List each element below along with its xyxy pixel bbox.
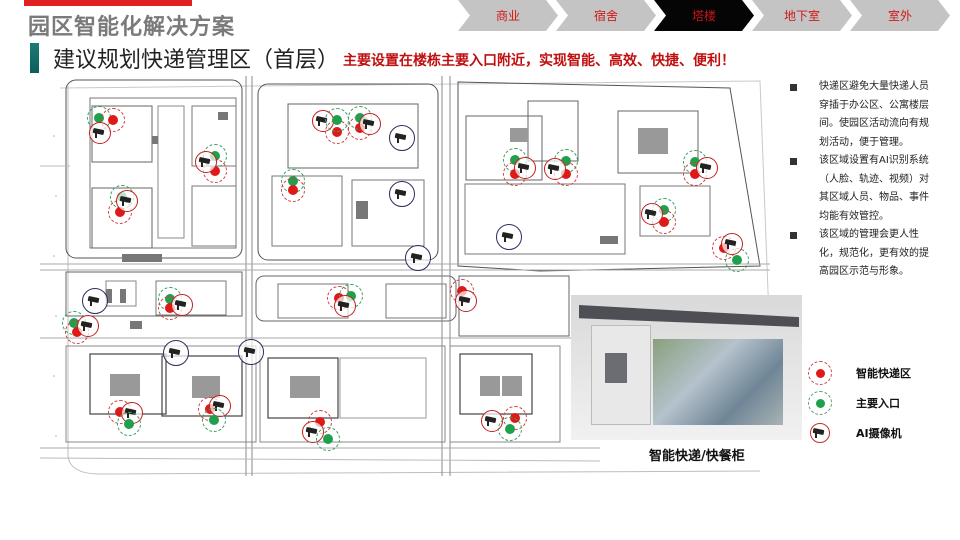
section-heading: 建议规划快递管理区（首层） 主要设置在楼栋主要入口附近，实现智能、高效、快捷、便… xyxy=(30,42,735,74)
ai-camera-icon xyxy=(195,151,217,173)
express-zone-icon xyxy=(281,178,305,202)
bullet-square-icon xyxy=(790,84,797,91)
legend-item-main-entrance: 主要入口 xyxy=(808,388,958,418)
nav-tab-commercial[interactable]: 商业 xyxy=(458,0,558,31)
bullet-text: 快递区避免大量快递人员穿插于办公区、公寓楼层间。使园区活动流向有规划活动，便于管… xyxy=(819,81,929,148)
nav-tab-tower[interactable]: 塔楼 xyxy=(654,0,754,31)
ai-camera-icon xyxy=(544,158,566,180)
ai-camera-icon xyxy=(514,157,536,179)
ai-camera-icon xyxy=(116,190,138,212)
kiosk-roof xyxy=(579,305,799,327)
top-accent-bar xyxy=(24,0,192,6)
ai-camera-icon xyxy=(77,315,99,337)
ai-camera-icon xyxy=(405,245,431,271)
bullet-item: 快递区避免大量快递人员穿插于办公区、公寓楼层间。使园区活动流向有规划活动，便于管… xyxy=(788,78,958,152)
ai-camera-icon xyxy=(238,339,264,365)
nav-tab-basement[interactable]: 地下室 xyxy=(752,0,852,31)
page-subtitle: 主要设置在楼栋主要入口附近，实现智能、高效、快捷、便利！ xyxy=(343,53,736,69)
kiosk-screen xyxy=(605,353,627,383)
ai-camera-icon xyxy=(455,290,477,312)
bullet-item: 该区域设置有AI识别系统（人脸、轨迹、视频）对其区域人员、物品、事件均能有效管控… xyxy=(788,152,958,226)
heading-accent-bar xyxy=(30,43,39,73)
ai-camera-icon xyxy=(389,181,415,207)
ai-camera-icon xyxy=(334,295,356,317)
ai-camera-icon xyxy=(496,224,522,250)
express-zone-icon xyxy=(808,361,832,385)
express-zone-icon xyxy=(101,108,125,132)
main-entrance-icon xyxy=(202,408,226,432)
site-plan-drawing xyxy=(40,76,770,476)
description-bullets: 快递区避免大量快递人员穿插于办公区、公寓楼层间。使园区活动流向有规划活动，便于管… xyxy=(788,78,958,282)
bullet-square-icon xyxy=(790,232,797,239)
legend-label: AI摄像机 xyxy=(856,427,902,440)
nav-tab-dormitory[interactable]: 宿舍 xyxy=(556,0,656,31)
ai-camera-icon xyxy=(82,288,108,314)
ai-camera-icon xyxy=(721,233,743,255)
legend-item-express-zone: 智能快递区 xyxy=(808,358,958,388)
legend-label: 智能快递区 xyxy=(856,367,911,380)
legend-label: 主要入口 xyxy=(856,397,900,410)
bullet-item: 该区域的管理会更人性化，规范化，更有效的提高园区示范与形象。 xyxy=(788,226,958,282)
express-kiosk-photo xyxy=(571,295,802,440)
ai-camera-icon xyxy=(389,125,415,151)
main-entrance-icon xyxy=(316,427,340,451)
map-legend: 智能快递区 主要入口 AI摄像机 xyxy=(808,358,958,448)
ai-camera-icon xyxy=(810,423,830,443)
app-title: 园区智能化解决方案 xyxy=(28,15,236,40)
ai-camera-icon xyxy=(89,122,111,144)
kiosk-caption: 智能快递/快餐柜 xyxy=(649,449,745,464)
ai-camera-icon xyxy=(163,340,189,366)
kiosk-display-panel xyxy=(653,339,783,425)
ai-camera-icon xyxy=(696,157,718,179)
main-entrance-icon xyxy=(117,412,141,436)
bullet-square-icon xyxy=(790,158,797,165)
page-title: 建议规划快递管理区（首层） xyxy=(53,48,340,73)
ai-camera-icon xyxy=(359,113,381,135)
ai-camera-icon xyxy=(641,203,663,225)
site-plan-map xyxy=(40,76,770,476)
section-nav: 商业 宿舍 塔楼 地下室 室外 xyxy=(458,0,960,31)
main-entrance-icon xyxy=(808,391,832,415)
main-entrance-icon xyxy=(498,417,522,441)
legend-item-ai-camera: AI摄像机 xyxy=(808,418,958,448)
nav-tab-outdoor[interactable]: 室外 xyxy=(850,0,950,31)
bullet-text: 该区域设置有AI识别系统（人脸、轨迹、视频）对其区域人员、物品、事件均能有效管控… xyxy=(819,155,929,222)
ai-camera-icon xyxy=(171,294,193,316)
bullet-text: 该区域的管理会更人性化，规范化，更有效的提高园区示范与形象。 xyxy=(819,229,929,277)
main-entrance-icon xyxy=(325,108,349,132)
